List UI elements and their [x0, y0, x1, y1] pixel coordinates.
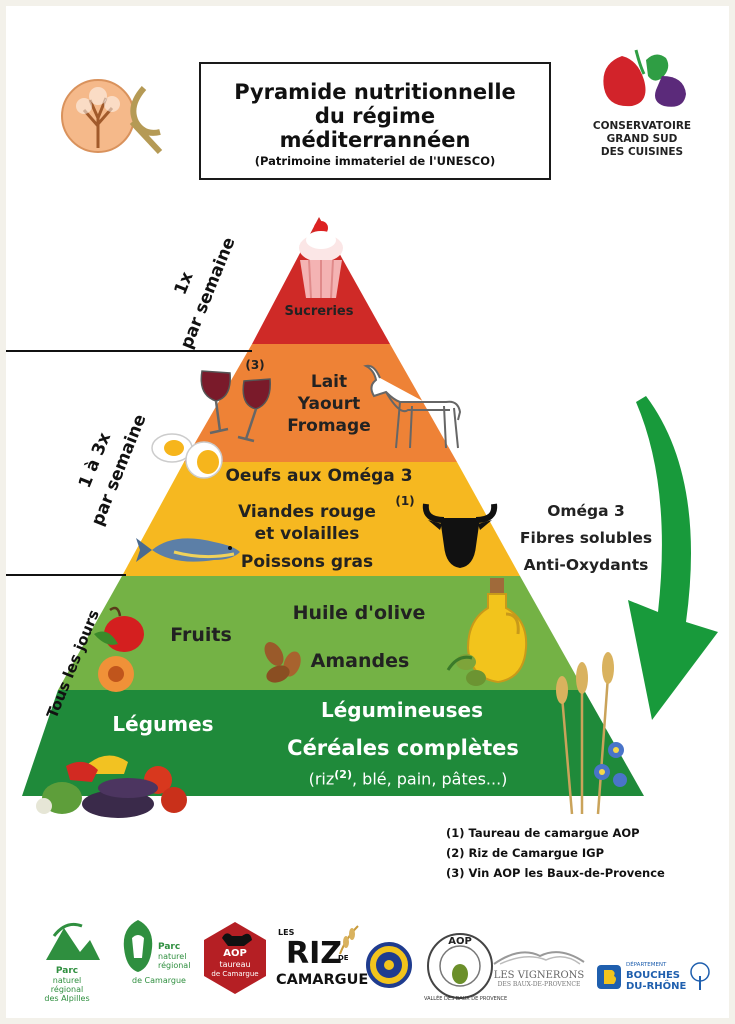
camargue-park-line-2: naturel: [158, 952, 187, 961]
cereals-detail-b: , blé, pain, pâtes...): [351, 769, 508, 789]
benefit-antioxidants: Anti-Oxydants: [523, 556, 649, 574]
pyramid-level-dairy: [184, 344, 457, 462]
cupcake-icon: [299, 221, 343, 299]
egg-icon: [151, 433, 223, 479]
camargue-park-line-1: Parc: [158, 942, 181, 952]
vegetables-icon: [36, 755, 187, 818]
pyramid-level-base: [22, 690, 644, 796]
partner-logo-line-2: GRAND SUD: [606, 133, 678, 145]
label-dairy-1: Lait: [310, 372, 348, 392]
aop-taureau-badge-icon: [204, 922, 266, 994]
label-legumes: Légumineuses: [321, 698, 483, 722]
poster: Pyramide nutritionnelle du régime médite…: [6, 6, 729, 1018]
label-almonds: Amandes: [310, 650, 410, 672]
departement-tree-icon: [690, 962, 710, 990]
wine-glasses-icon: [200, 370, 271, 443]
logo-aop-taureau: AOP taureau de Camargue: [202, 920, 268, 1000]
pepper-logo-icon: [603, 49, 686, 107]
label-cereals: Céréales complètes: [287, 736, 519, 760]
fruits-icon: [94, 606, 144, 692]
alpilles-leaf-icon: [46, 922, 100, 960]
logo-vignerons: LES VIGNERONS DES BAUX-DE-PROVENCE: [490, 942, 588, 1002]
footnote-1: (1) Taureau de camargue AOP: [446, 826, 640, 840]
wheat-flowers-icon: [556, 652, 627, 815]
tree-logo-icon: [61, 79, 163, 155]
vignerons-line-2: DES BAUX-DE-PROVENCE: [497, 981, 581, 988]
note-meat: (1): [395, 494, 415, 508]
note-rice: (2): [334, 768, 352, 781]
benefit-fiber: Fibres solubles: [519, 529, 653, 547]
aop-huile-seal-icon: [427, 933, 493, 999]
logo-riz-camargue: LES RIZ DE CAMARGUE: [276, 924, 368, 1004]
label-olive-oil: Huile d'olive: [292, 602, 426, 624]
logo-departement: DÉPARTEMENT BOUCHES DU-RHÔNE: [596, 958, 712, 998]
almonds-icon: [264, 642, 301, 683]
rice-stalk-icon: [339, 925, 359, 955]
cereals-detail-a: (riz: [308, 769, 335, 789]
footnote-2: (2) Riz de Camargue IGP: [446, 846, 605, 860]
departement-emblem-icon: [597, 965, 621, 989]
alpilles-line-2: naturel: [52, 976, 82, 985]
aop-huile-ring: VALLÉE DES BAUX DE PROVENCE: [424, 996, 508, 1002]
vignerons-hills-icon: [493, 951, 585, 965]
title-line-2: du régime: [314, 104, 436, 128]
pyramid: [22, 217, 718, 796]
separator-daily: [6, 574, 126, 576]
alpilles-line-4: des Alpilles: [44, 994, 90, 1003]
departement-small: DÉPARTEMENT: [626, 962, 667, 968]
igp-label-icon: [366, 942, 412, 988]
riz-top: LES: [278, 928, 295, 937]
separator-weekly: [6, 350, 252, 352]
camargue-park-line-3: régional: [158, 961, 191, 970]
label-fish: Poissons gras: [240, 552, 374, 572]
pyramid-level-fruits: [58, 576, 584, 690]
benefit-omega3: Oméga 3: [547, 502, 625, 520]
bull-head-icon: [422, 503, 498, 568]
taureau-line-3: de Camargue: [211, 970, 259, 978]
alpilles-line-1: Parc: [55, 966, 79, 976]
riz-big: RIZ: [286, 936, 343, 971]
label-cereals-detail: (riz(2), blé, pain, pâtes...): [288, 768, 528, 788]
label-dairy-3: Fromage: [287, 416, 371, 436]
departement-line-2: DU-RHÔNE: [626, 981, 687, 992]
label-eggs: Oeufs aux Oméga 3: [225, 466, 413, 486]
title-line-3: méditerrannéen: [279, 128, 471, 152]
arrow-icon: [628, 396, 718, 720]
aop-huile-center: AOP: [448, 936, 472, 947]
logo-alpilles: Parc naturel régional des Alpilles: [32, 916, 102, 1006]
vignerons-line-1: LES VIGNERONS: [493, 970, 585, 981]
riz-bottom: CAMARGUE: [276, 972, 369, 988]
riz-de: DE: [338, 954, 349, 962]
label-dairy-2: Yaourt: [297, 394, 361, 414]
label-meat-2: et volailles: [254, 524, 360, 544]
camargue-park-line-4: de Camargue: [132, 976, 186, 985]
title-box: Pyramide nutritionnelle du régime médite…: [199, 62, 551, 180]
title-line-1: Pyramide nutritionnelle: [234, 80, 516, 104]
alpilles-line-3: régional: [50, 985, 84, 994]
label-fruits: Fruits: [170, 624, 232, 646]
note-dairy: (3): [245, 358, 265, 372]
partner-logo-line-1: CONSERVATOIRE: [592, 120, 692, 132]
taureau-line-2: taureau: [219, 960, 251, 969]
camargue-horse-icon: [123, 920, 153, 972]
departement-line-1: BOUCHES: [626, 970, 680, 981]
label-vegetables: Légumes: [112, 712, 214, 736]
taureau-line-1: AOP: [223, 948, 247, 959]
partner-logo-line-3: DES CUISINES: [600, 146, 684, 158]
logo-aop-huile: AOP VALLÉE DES BAUX DE PROVENCE: [424, 922, 508, 1008]
footnote-3: (3) Vin AOP les Baux-de-Provence: [446, 866, 665, 880]
olive-oil-bottle-icon: [446, 578, 528, 686]
label-sweets: Sucreries: [284, 304, 354, 319]
label-meat-1: Viandes rouge: [238, 502, 376, 522]
logo-camargue-park: Parc naturel régional de Camargue: [118, 918, 202, 1008]
fish-icon: [136, 538, 240, 562]
title-subtitle: (Patrimoine immateriel de l'UNESCO): [254, 154, 496, 168]
goat-icon: [363, 364, 462, 449]
